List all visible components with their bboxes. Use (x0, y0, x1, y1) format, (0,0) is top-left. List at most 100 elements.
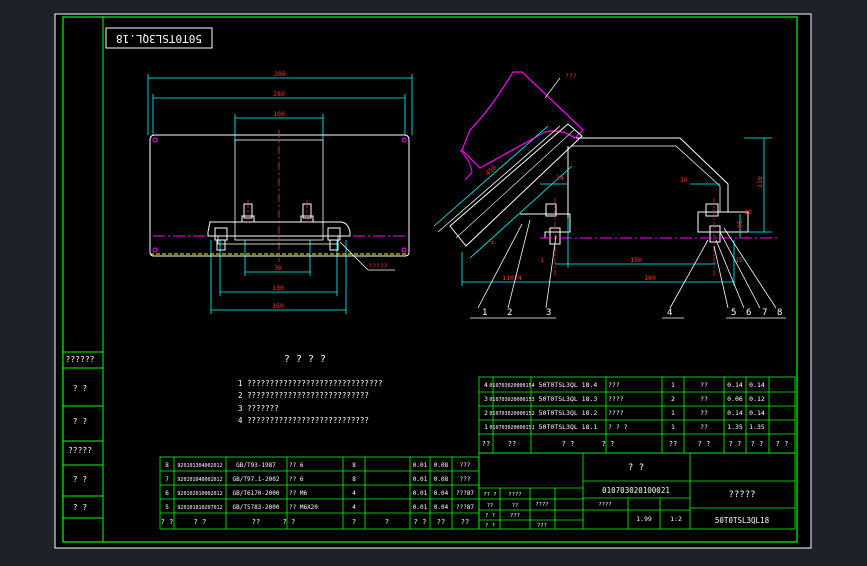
side-dim-label-4: 10 (744, 208, 752, 216)
parts-cell-3-5: ?? (700, 423, 708, 431)
balloon-2: 2 (507, 308, 512, 318)
parts-cell-0-7: 0.14 (749, 381, 765, 389)
parts-list-table (478, 376, 796, 454)
std-cell-3-2: GB/T5783-2000 (233, 504, 280, 511)
front-dim-label-1: 280 (273, 90, 285, 98)
parts-cell-3-6: 1.35 (727, 423, 743, 431)
std-cell-3-0: 5 (165, 504, 169, 511)
parts-cell-2-2: 50T0TSL3QL 18.2 (539, 409, 598, 417)
sheet-inner-border (62, 16, 798, 543)
front-dim-label-0: 286 (274, 70, 286, 78)
parts-cell-3-2: 50T0TSL3QL 18.1 (539, 423, 598, 431)
parts-cell-3-0: 1 (484, 423, 488, 431)
title-block (478, 452, 796, 530)
parts-cell-0-4: 1 (671, 381, 675, 389)
balloon-7: 7 (762, 308, 767, 318)
std-header-2: ?? (252, 518, 260, 526)
sign-cell-4: ?? (512, 503, 519, 509)
title-block-code: 010703020100021 (602, 486, 670, 495)
parts-header-3: ? ? (602, 440, 615, 448)
parts-cell-3-3: ? ? ? (608, 423, 628, 431)
parts-cell-1-1: 010703020000153 (489, 397, 534, 403)
note-line-3: 3 ??????? (238, 404, 279, 413)
std-cell-2-0: 6 (165, 490, 169, 497)
title-block-org: ????? (728, 490, 755, 500)
parts-cell-3-1: 010703020000151 (489, 425, 534, 431)
front-dim-label-2: 100 (273, 110, 285, 118)
parts-cell-0-3: ??? (608, 381, 620, 389)
side-dim-label-8: 150 (630, 256, 642, 264)
side-dim-label-6: 95 (736, 220, 744, 228)
left-strip-label-5: ? ? (73, 503, 88, 512)
parts-cell-2-7: 0.14 (749, 409, 765, 417)
balloon-6: 6 (746, 308, 751, 318)
balloon-1: 1 (482, 308, 487, 318)
std-cell-0-1: 920101304002012 (177, 463, 222, 469)
std-cell-1-4: 8 (352, 476, 356, 483)
std-cell-2-6: 0.01 (413, 490, 428, 497)
side-dim-label-0: ??? (565, 72, 577, 80)
balloon-8: 8 (777, 308, 782, 318)
std-cell-0-6: 0.01 (413, 462, 428, 469)
sign-cell-7: ???? (598, 502, 611, 508)
front-dim-label-3: 70 (274, 264, 282, 272)
side-dim-label-2: 24 (556, 174, 564, 182)
std-cell-3-6: 0.01 (413, 504, 428, 511)
parts-cell-0-6: 0.14 (727, 381, 743, 389)
parts-header-2: ? ? (562, 440, 575, 448)
std-cell-0-0: 8 (165, 462, 169, 469)
parts-cell-2-0: 2 (484, 409, 488, 417)
title-stamp-text: 50T0TSL3QL.18 (116, 32, 202, 45)
std-cell-0-8: ??? (460, 462, 471, 469)
balloon-3: 3 (546, 308, 551, 318)
title-block-weight: 1.99 (636, 515, 652, 523)
std-cell-1-2: GB/T97.1-2002 (233, 476, 280, 483)
parts-header-8: ? ? (776, 440, 789, 448)
std-header-8: ?? (461, 518, 469, 526)
sign-cell-1: ???? (508, 492, 521, 498)
parts-cell-1-2: 50T0TSL3QL 18.3 (539, 395, 598, 403)
parts-header-5: ? ? (698, 440, 711, 448)
parts-cell-0-0: 4 (484, 381, 488, 389)
title-block-scale: 1:2 (670, 515, 682, 523)
std-cell-1-7: 0.08 (434, 476, 449, 483)
parts-header-4: ?? (669, 440, 677, 448)
left-strip: ?????? ? ? ? ? ????? ? ? ? ? (63, 351, 103, 519)
sign-cell-2: ???? (535, 502, 548, 508)
note-line-1: 1 ?????????????????????????????? (238, 379, 383, 388)
notes-title: ? ? ? ? (284, 354, 326, 365)
parts-cell-2-1: 010703020000152 (489, 411, 534, 417)
std-cell-3-3: ?? M6X20 (289, 504, 318, 511)
balloon-5: 5 (731, 308, 736, 318)
std-cell-1-8: ??? (460, 476, 471, 483)
sign-cell-8: ? ? (485, 523, 495, 529)
std-cell-0-2: GB/T93-1987 (236, 462, 276, 469)
side-dim-label-angle: 1 (490, 238, 494, 246)
parts-cell-1-0: 3 (484, 395, 488, 403)
title-block-name: ? ? (628, 463, 644, 473)
std-cell-1-1: 920101040002012 (177, 477, 222, 483)
front-view: 286 280 100 70 130 150 ???? (147, 70, 413, 314)
sign-cell-6: ??? (510, 513, 520, 519)
std-header-4: ? (352, 518, 356, 526)
balloon-4: 4 (667, 308, 672, 318)
parts-cell-1-6: 0.06 (727, 395, 743, 403)
parts-cell-1-3: ???? (608, 395, 624, 403)
side-dim-label-10: 1 (540, 256, 544, 264)
side-dim-label-left: 110?4 (502, 274, 522, 282)
left-strip-label-3: ????? (68, 446, 92, 455)
side-view: ??? 450 24 10 10 110 95 15 150 180 1 110… (433, 71, 786, 319)
std-header-6: ? ? (414, 518, 427, 526)
parts-header-1: ?? (508, 440, 516, 448)
std-cell-2-8: ???87 (456, 490, 474, 497)
std-cell-0-7: 0.08 (434, 462, 449, 469)
std-cell-3-1: 920101010207012 (177, 505, 222, 511)
parts-cell-2-6: 0.14 (727, 409, 743, 417)
std-cell-2-7: 0.04 (434, 490, 449, 497)
side-dim-label-3: 10 (680, 176, 688, 184)
sign-cell-5: ? ? (485, 513, 495, 519)
parts-cell-0-1: 010703020000154 (489, 383, 534, 389)
standard-parts-rows: 8 920101304002012 GB/T93-1987?? 6 8 0.01 0.08… (161, 462, 475, 526)
